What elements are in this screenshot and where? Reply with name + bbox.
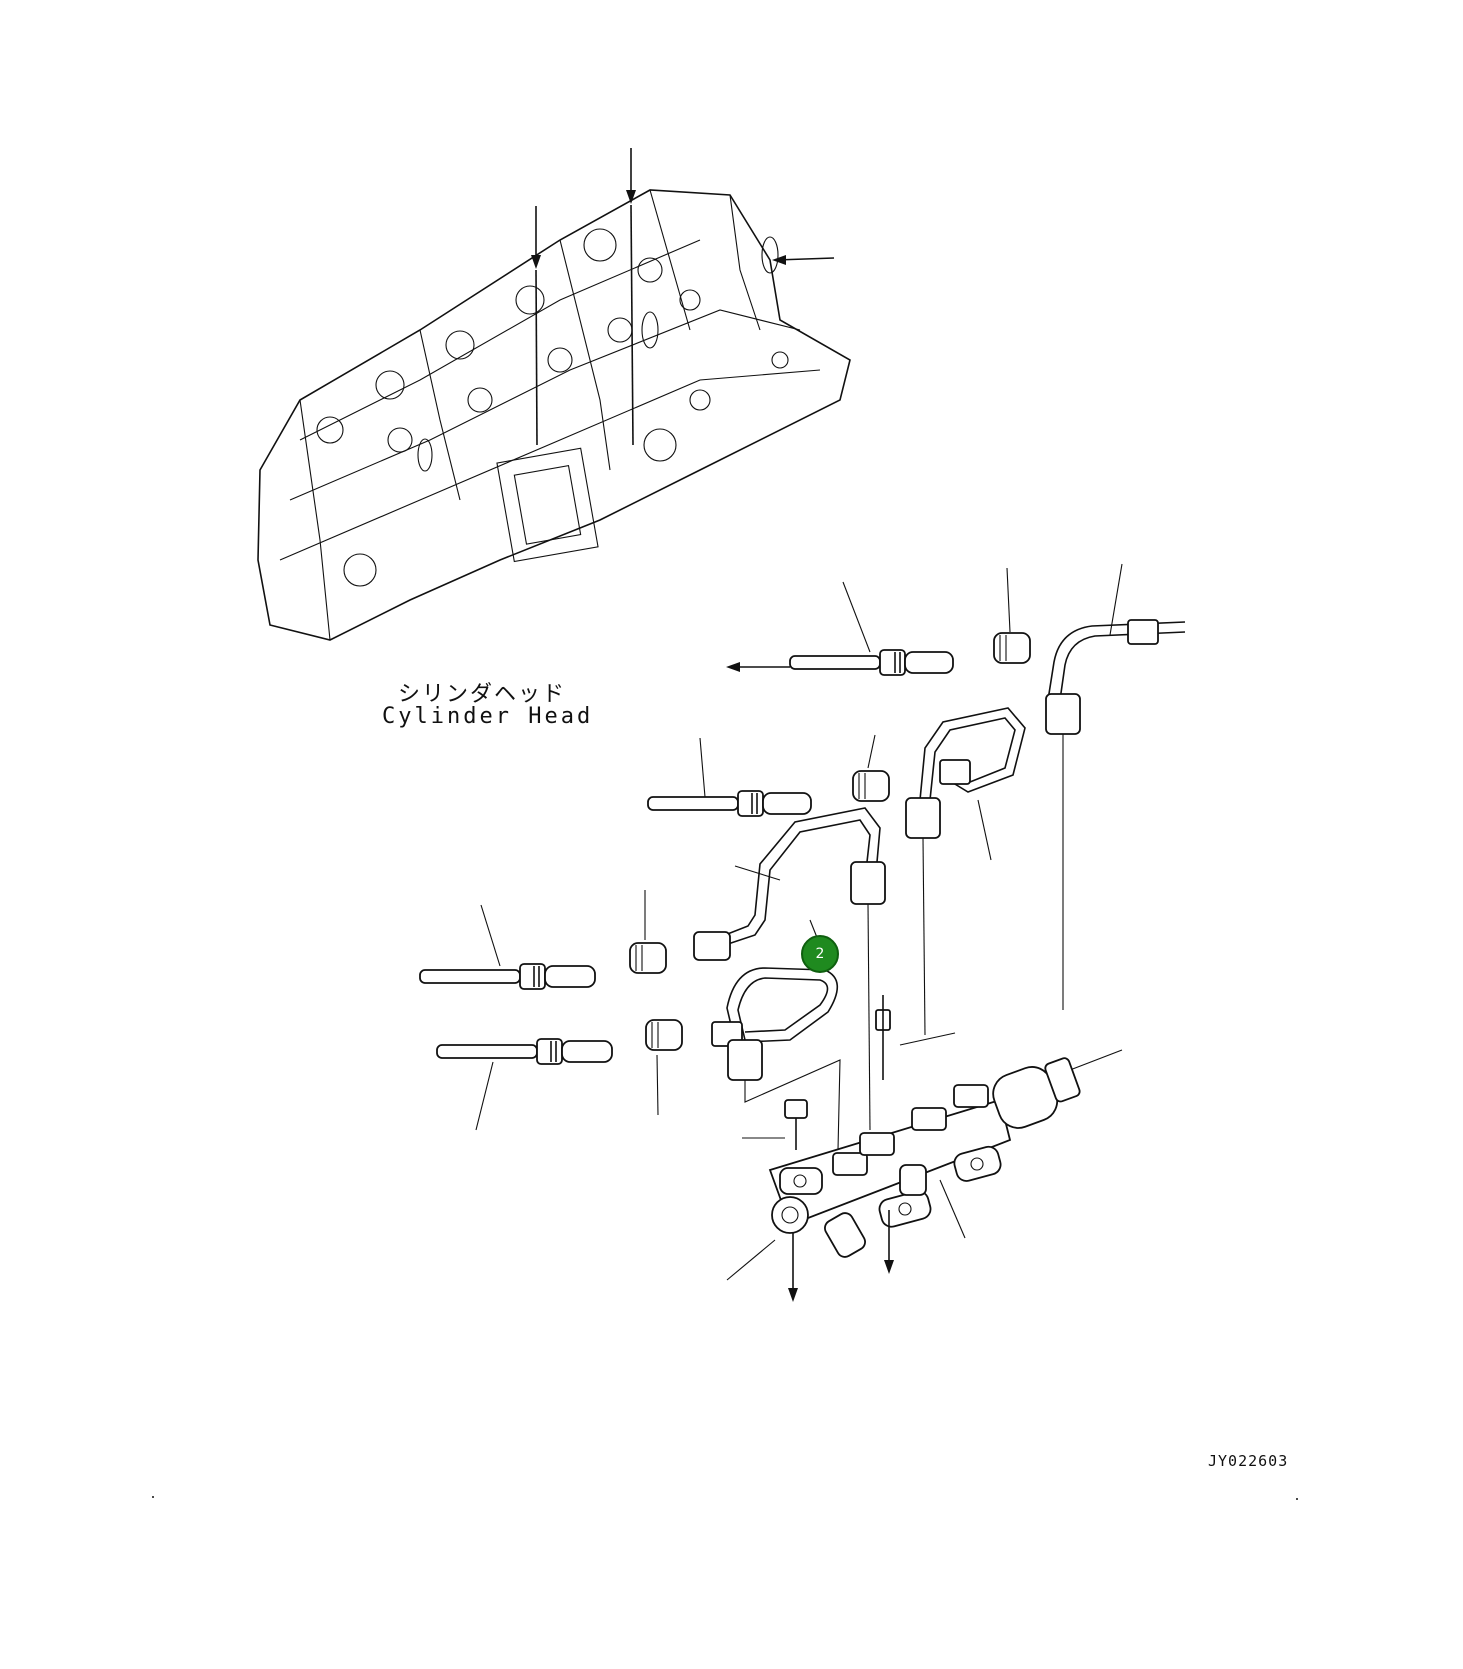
arrow bbox=[531, 148, 835, 446]
callout-badge[interactable]: 2 bbox=[801, 935, 839, 973]
arrow bbox=[726, 662, 894, 1302]
injector-nut bbox=[629, 632, 1031, 1051]
fuel-pipe bbox=[693, 619, 1186, 1151]
fuel-injector bbox=[419, 649, 954, 1065]
part-label-english: Cylinder Head bbox=[382, 704, 594, 729]
common-rail bbox=[768, 1057, 1081, 1258]
part-label-japanese: シリンダヘッド bbox=[398, 682, 567, 707]
drawing-code: JY022603 bbox=[1208, 1452, 1289, 1470]
leader-lines bbox=[475, 563, 1123, 1281]
bolt bbox=[784, 995, 891, 1150]
cylinder-head-drawing bbox=[257, 189, 851, 641]
